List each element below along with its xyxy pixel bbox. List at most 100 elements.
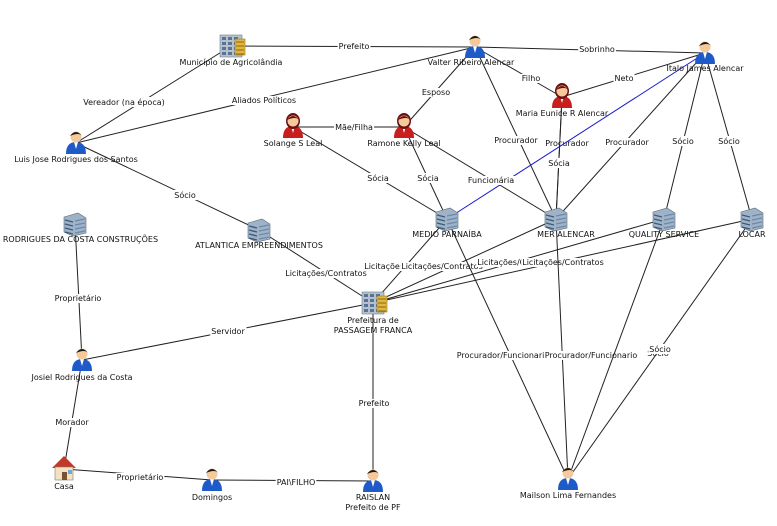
node-maria[interactable]: Maria Eunice R Alencar xyxy=(516,83,609,118)
node-mer[interactable]: MER ALENCAR xyxy=(537,207,595,239)
person-icon xyxy=(283,113,303,138)
edge-label-bg xyxy=(400,262,484,271)
government-window xyxy=(222,47,226,50)
government-window xyxy=(228,42,232,45)
edge-label-bg xyxy=(230,96,298,105)
edge-locar-prefeitura[interactable]: Licitações/Contratos xyxy=(372,218,753,304)
node-luis[interactable]: Luis Jose Rodrigues dos Santos xyxy=(14,131,138,165)
person-icon xyxy=(558,467,578,490)
edge-luis-atlantica[interactable]: Sócio xyxy=(75,142,260,231)
node-medio[interactable]: MEDIO PARNAÍBA xyxy=(412,207,482,239)
building-window-row xyxy=(653,214,663,218)
building-window-row xyxy=(555,213,567,217)
building-window-row xyxy=(64,231,74,235)
edge-maria-mer[interactable]: Sócia xyxy=(547,96,571,220)
node-josiel[interactable]: Josiel Rodrigues da Costa xyxy=(30,348,133,383)
node-label: Ramone Kelly Leal xyxy=(367,139,440,148)
edge-label: Morador xyxy=(55,418,89,427)
edge-agricolandia-valter[interactable]: Prefeito xyxy=(230,42,476,51)
node-domingos[interactable]: Domingos xyxy=(192,468,232,503)
edge-label: Sócia xyxy=(367,173,389,183)
edge-italo-locar[interactable]: Sócio xyxy=(704,52,753,220)
edge-label-bg xyxy=(604,138,651,147)
edge-ramone-mer[interactable]: Funcionária xyxy=(403,126,557,220)
edge-atlantica-prefeitura[interactable]: Licitações/Contratos xyxy=(258,229,374,304)
edge-prefeitura-raislan[interactable]: Prefeito xyxy=(357,303,391,481)
node-quality[interactable]: QUALITY SERVICE xyxy=(629,207,699,239)
edge-line xyxy=(372,218,448,304)
house-window xyxy=(68,470,72,474)
edge-italo-mer[interactable]: Procurador xyxy=(555,52,706,220)
edge-quality-prefeitura[interactable]: Licitações/Contratos xyxy=(372,218,665,304)
edge-label-bg xyxy=(173,190,197,200)
person-hair-top xyxy=(287,116,299,120)
edge-agricolandia-luis[interactable]: Vereador (na época) xyxy=(75,45,232,144)
edge-josiel-casa[interactable]: Morador xyxy=(54,359,91,470)
edge-ramone-medio[interactable]: Sócia xyxy=(403,126,448,220)
building-window-row xyxy=(663,225,675,229)
edge-line xyxy=(75,46,476,144)
edge-mer-prefeitura[interactable]: Licitações/Contratos xyxy=(372,218,557,304)
building-window-row xyxy=(751,221,763,225)
edge-jrodrigues-josiel[interactable]: Proprietário xyxy=(53,223,103,361)
house-roof xyxy=(52,456,76,468)
edge-italo-medio[interactable] xyxy=(446,52,706,220)
edge-label-bg xyxy=(337,42,371,51)
edge-valter-mer[interactable]: Procurador xyxy=(474,46,557,220)
node-mailson[interactable]: Mailson Lima Fernandes xyxy=(520,467,616,501)
person-collar xyxy=(473,46,477,53)
node-label: RAISLAN xyxy=(356,493,390,502)
edge-label-bg xyxy=(455,351,551,360)
house-icon xyxy=(52,456,76,481)
node-label: Luis Jose Rodrigues dos Santos xyxy=(14,155,138,164)
edge-solange-ramone[interactable]: Mãe/Filha xyxy=(293,123,404,132)
node-valter[interactable]: Valter Ribeiro Alencar xyxy=(428,35,515,68)
edge-valter-italo[interactable]: Sobrinho xyxy=(474,45,706,54)
edge-mer-mailson[interactable]: Procurador/Funcionario xyxy=(543,218,639,480)
building-window-row xyxy=(446,225,458,229)
edge-label-bg xyxy=(521,258,605,267)
edge-locar-mailson[interactable]: Sócio xyxy=(567,218,753,480)
edge-italo-quality[interactable]: Sócio xyxy=(663,52,706,220)
government-window xyxy=(370,304,374,307)
edge-medio-mailson[interactable]: Procurador/Funcionario xyxy=(446,218,569,480)
person-hair-top xyxy=(367,470,379,474)
node-solange[interactable]: Solange S Leal xyxy=(264,113,323,148)
edge-label: Sobrinho xyxy=(579,45,615,54)
edge-prefeitura-josiel[interactable]: Servidor xyxy=(81,302,374,361)
building-window-row xyxy=(446,217,458,221)
edge-valter-luis[interactable]: Aliados Políticos xyxy=(75,46,476,144)
building-window-row xyxy=(545,214,555,218)
node-agricolandia[interactable]: Município de Agricolândia xyxy=(180,34,283,67)
edge-label: Sócio xyxy=(174,190,196,200)
edge-valter-maria[interactable]: Filho xyxy=(474,46,563,98)
edge-casa-domingos[interactable]: Proprietário xyxy=(63,468,213,482)
edge-label-bg xyxy=(357,399,391,408)
company-building-icon xyxy=(63,212,87,237)
edge-italo-maria[interactable]: Neto xyxy=(561,52,706,98)
node-label: MER ALENCAR xyxy=(537,230,595,239)
person-icon xyxy=(66,131,86,154)
edge-line xyxy=(75,142,260,231)
node-ramone[interactable]: Ramone Kelly Leal xyxy=(367,113,441,148)
edge-solange-medio[interactable]: Sócia xyxy=(292,126,448,220)
edge-label-bg xyxy=(275,478,317,487)
person-hair-top xyxy=(76,349,88,353)
edge-domingos-raislan[interactable]: PAI\FILHO xyxy=(211,478,374,487)
building-window-row xyxy=(74,222,86,226)
government-window xyxy=(228,47,232,50)
edge-label: Procurador xyxy=(494,136,538,145)
node-jrodrigues[interactable]: J RODRIGUES DA COSTA CONSTRUÇÕES xyxy=(0,212,158,244)
nodes-layer: Município de Agricolândia Valter Ribeiro … xyxy=(0,34,766,513)
node-casa[interactable]: Casa xyxy=(52,456,76,491)
edge-valter-ramone[interactable]: Esposo xyxy=(403,46,476,128)
edge-label: Sócio xyxy=(672,136,694,146)
edge-label: Proprietário xyxy=(117,473,164,482)
node-italo[interactable]: Italo James Alencar xyxy=(666,41,744,74)
node-atlantica[interactable]: ATLANTICA EMPREENDIMENTOS xyxy=(195,218,323,250)
building-window-row xyxy=(741,214,751,218)
node-locar[interactable]: LOCAR xyxy=(738,207,766,239)
